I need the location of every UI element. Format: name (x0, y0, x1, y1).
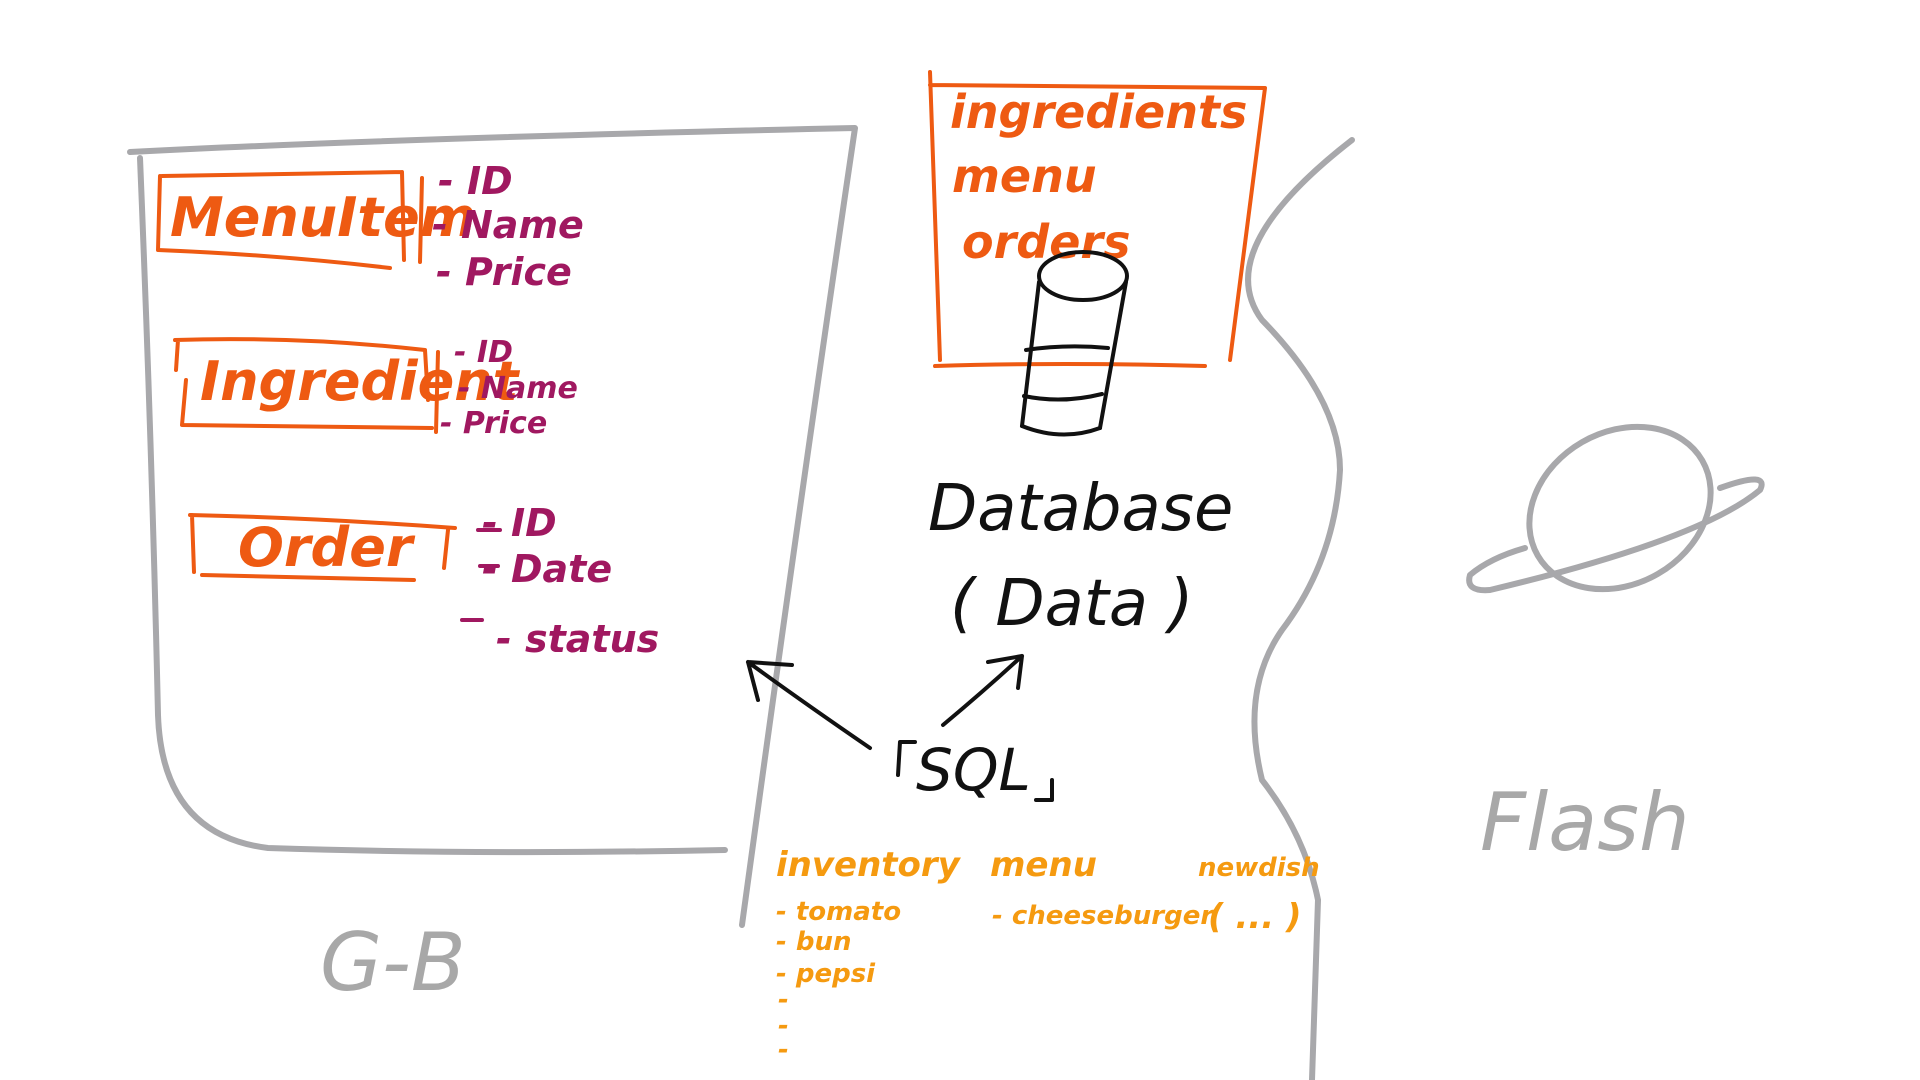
inventory-item: - pepsi (776, 959, 876, 989)
sql-connector: SQL (746, 654, 1054, 804)
database-icon (1020, 250, 1129, 437)
entity-menuitem-label: MenuItem (170, 186, 476, 249)
flash-label: Flash (1480, 776, 1690, 869)
menu-heading: menu (990, 845, 1097, 885)
entity-menuitem: MenuItem - ID - Name - Price (156, 159, 584, 294)
entity-order: Order - ID - Date - status (188, 501, 659, 661)
database-tables-box: ingredients menu orders (928, 70, 1267, 368)
entity-menuitem-field-id: - ID (438, 159, 513, 203)
entity-order-field-id: - ID (482, 501, 557, 545)
menu-item: - cheeseburger (992, 901, 1215, 931)
inventory-heading: inventory (776, 845, 962, 885)
entity-ingredient-label: Ingredient (200, 350, 521, 413)
newdish-heading: newdish (1198, 853, 1320, 883)
inventory-item: - tomato (776, 897, 901, 927)
entity-ingredient-field-id: - ID (454, 335, 513, 370)
database-sublabel: ( Data ) (950, 567, 1193, 641)
model-panel (127, 125, 858, 928)
separator-curve (1245, 137, 1355, 1080)
entity-menuitem-field-name: - Name (432, 203, 584, 247)
entity-order-label: Order (238, 516, 416, 579)
inventory-item: - bun (776, 927, 851, 957)
data-samples: inventory - tomato - bun - pepsi - - - m… (776, 845, 1320, 1065)
table-ingredients: ingredients (950, 85, 1247, 139)
entity-menuitem-field-price: - Price (436, 250, 572, 294)
sql-label: SQL (916, 736, 1031, 804)
entity-order-field-status: - status (496, 617, 659, 661)
entity-order-field-date: - Date (482, 547, 612, 591)
database-label: Database (928, 472, 1233, 546)
planet-icon (1466, 423, 1765, 594)
model-panel-title: G-B (320, 916, 466, 1009)
table-orders: orders (962, 215, 1130, 269)
newdish-item: ( ... ) (1208, 897, 1302, 937)
entity-ingredient-field-price: - Price (440, 406, 547, 441)
inventory-item: - (778, 985, 789, 1015)
inventory-item: - (778, 1011, 789, 1041)
inventory-item: - (778, 1035, 789, 1065)
table-menu: menu (952, 149, 1097, 203)
entity-ingredient: Ingredient - ID - Name - Price (173, 335, 578, 441)
entity-ingredient-field-name: - Name (458, 371, 578, 406)
